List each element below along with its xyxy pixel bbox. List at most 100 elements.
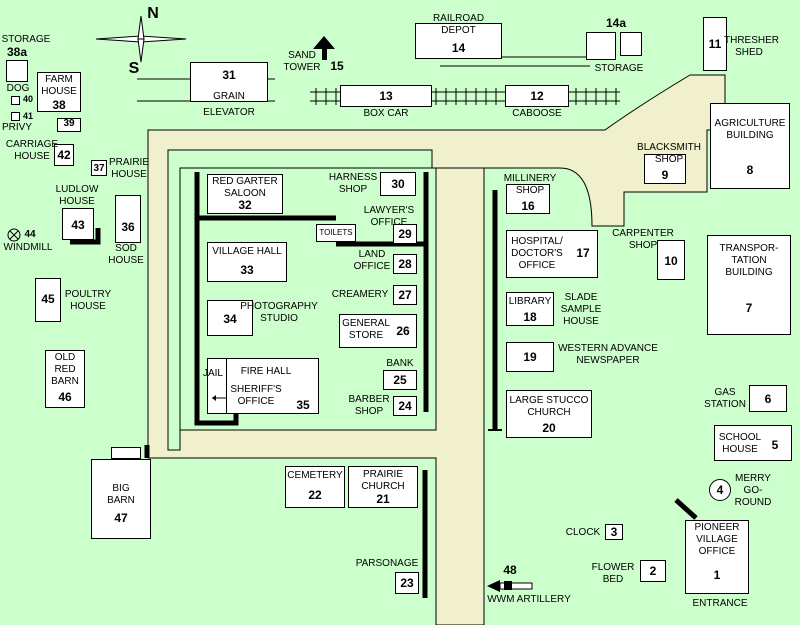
site-15-number: 15: [330, 59, 344, 73]
site-23-label: PARSONAGE: [355, 558, 419, 569]
site-37-number: 37: [93, 163, 105, 174]
site-35-number: 35: [296, 398, 310, 412]
site-36-box[interactable]: [115, 195, 141, 243]
site-34-label: PHOTOGRAPHY STUDIO: [240, 301, 318, 324]
site-24-box[interactable]: [393, 396, 417, 416]
site-38a-box[interactable]: [6, 60, 28, 82]
site-30-box[interactable]: [380, 172, 416, 196]
site-38a-number: 38a: [6, 45, 28, 59]
site-20-box[interactable]: [506, 390, 592, 438]
site-22-box[interactable]: [285, 466, 345, 508]
site-12-box[interactable]: [505, 85, 569, 107]
site-3-label: CLOCK: [565, 527, 601, 538]
site-6-box[interactable]: [749, 385, 787, 412]
site-26-number: 26: [396, 324, 410, 338]
site-13-box[interactable]: [340, 85, 432, 107]
site-22-label: CEMETERY: [287, 470, 343, 481]
site-2-label: FLOWER BED: [591, 562, 635, 585]
site-45-number: 45: [41, 292, 55, 306]
site-7-box[interactable]: [707, 235, 791, 335]
compass-rose-icon: [95, 15, 187, 63]
site-14-number: 14: [451, 41, 466, 55]
site-41-box[interactable]: [11, 112, 20, 121]
site-26-label: GENERAL STORE: [342, 318, 390, 341]
site-20-label: LARGE STUCCO CHURCH: [509, 395, 589, 418]
site-33-box[interactable]: [207, 242, 287, 282]
site-39-number: 39: [63, 118, 75, 129]
site-12-number: 12: [530, 89, 544, 103]
site-41-number: 41: [22, 111, 33, 121]
site-2-box[interactable]: [640, 560, 666, 582]
site-40-box[interactable]: [11, 96, 20, 105]
site-21-box[interactable]: [348, 466, 418, 508]
site-25-box[interactable]: [383, 370, 417, 390]
site-21-number: 21: [376, 492, 390, 506]
site-24-label: BARBER SHOP: [348, 394, 390, 417]
sand-tower-icon: [313, 36, 335, 60]
site-29-toilets-box[interactable]: [316, 224, 356, 242]
site-11-label: THRESHER SHED: [724, 35, 780, 58]
site-7-number: 7: [745, 301, 753, 315]
site-10-number: 10: [664, 254, 678, 268]
site-35-jail-box[interactable]: [207, 358, 227, 414]
site-46-label: OLD RED BARN: [51, 352, 79, 387]
site-38-label: FARM HOUSE: [41, 74, 77, 97]
site-8-box[interactable]: [710, 103, 790, 189]
site-14-box[interactable]: [415, 23, 502, 59]
site-29-box[interactable]: [393, 224, 417, 244]
site-10-box[interactable]: [657, 240, 685, 280]
site-44-number: 44: [24, 229, 36, 240]
site-25-label: BANK: [386, 358, 414, 369]
site-24-number: 24: [398, 399, 412, 413]
site-40-number: 40: [22, 94, 33, 104]
site-9-label: BLACKSMITH SHOP: [637, 142, 701, 165]
site-28-box[interactable]: [393, 254, 417, 274]
site-6-number: 6: [764, 392, 772, 406]
site-43-box[interactable]: [62, 208, 94, 240]
site-16-box[interactable]: [506, 184, 550, 214]
site-14a-box[interactable]: [586, 32, 616, 60]
site-19-box[interactable]: [506, 342, 554, 372]
site-1-entrance-label: ENTRANCE: [692, 598, 748, 609]
site-11-number: 11: [708, 37, 722, 51]
site-38-number: 38: [52, 98, 66, 112]
site-5-box[interactable]: [714, 425, 792, 461]
site-9-box[interactable]: [644, 154, 686, 184]
site-42-box[interactable]: [54, 144, 74, 166]
site-14a-label: STORAGE: [594, 63, 644, 74]
site-28-label: LAND OFFICE: [353, 249, 391, 272]
site-31-box[interactable]: [190, 62, 268, 102]
site-39-box[interactable]: [57, 118, 81, 132]
site-27-box[interactable]: [393, 285, 417, 305]
site-18-box[interactable]: [506, 292, 554, 326]
site-37-label: PRAIRIE HOUSE: [108, 157, 149, 180]
site-32-box[interactable]: [207, 174, 283, 214]
site-36-number: 36: [121, 220, 135, 234]
site-20-number: 20: [542, 421, 556, 435]
site-3-box[interactable]: [605, 524, 623, 540]
site-26-box[interactable]: [339, 314, 417, 348]
site-46-box[interactable]: [45, 350, 85, 408]
site-45-box[interactable]: [35, 278, 61, 322]
site-38a-label: STORAGE: [1, 34, 51, 45]
gate-bar: [674, 498, 698, 520]
site-47-box[interactable]: [91, 459, 151, 539]
site-34-box[interactable]: [207, 300, 253, 336]
site-17-label: HOSPITAL/ DOCTOR'S OFFICE: [511, 236, 563, 271]
site-4-box[interactable]: [709, 479, 731, 501]
site-23-box[interactable]: [395, 572, 419, 594]
site-41-label: PRIVY: [1, 122, 32, 133]
site-17-box[interactable]: [506, 230, 598, 278]
site-23-number: 23: [400, 576, 414, 590]
site-33-number: 33: [240, 263, 254, 277]
site-1-box[interactable]: [685, 520, 749, 594]
site-29-label: LAWYER'S OFFICE: [363, 205, 415, 228]
site-16-label: MILLINERY SHOP: [503, 173, 557, 196]
site-11-box[interactable]: [703, 17, 727, 71]
site-37-box[interactable]: [91, 160, 107, 176]
windmill-icon: [7, 228, 21, 242]
site-35-jail-label: JAIL: [202, 368, 223, 379]
site-38-box[interactable]: [37, 72, 81, 112]
site-47-annex-box[interactable]: [111, 447, 141, 459]
site-14a-box-2[interactable]: [620, 32, 642, 56]
